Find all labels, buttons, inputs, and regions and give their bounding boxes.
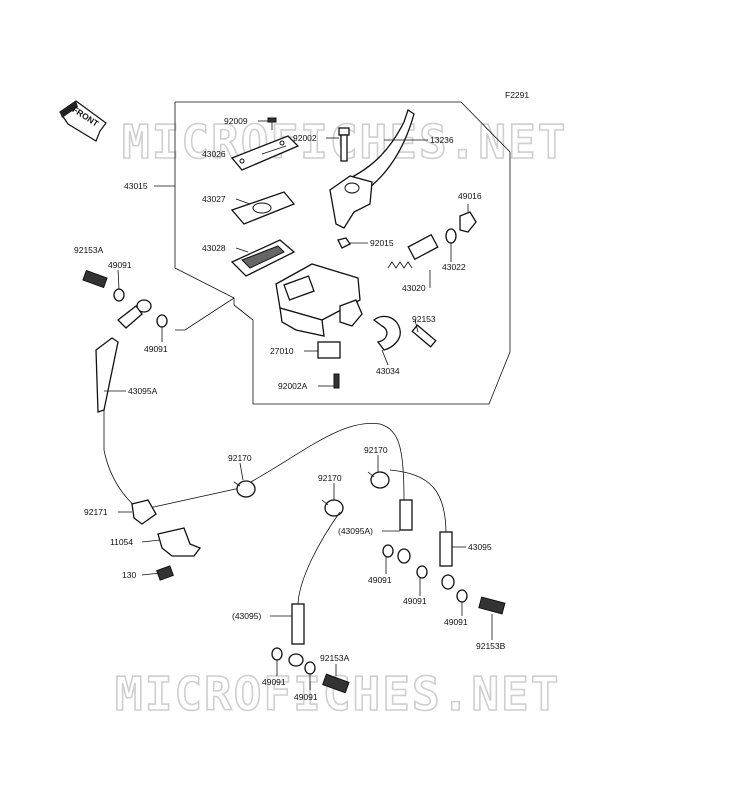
label-43022: 43022 (442, 262, 466, 272)
bolt-92002 (338, 127, 350, 162)
label-43034: 43034 (376, 366, 400, 376)
brake-switch (317, 341, 341, 359)
label-43020: 43020 (402, 283, 426, 293)
label-43015: 43015 (124, 181, 148, 191)
label-49016: 49016 (458, 191, 482, 201)
label-11054: 11054 (110, 537, 133, 547)
label-49091-mid: 49091 (144, 344, 168, 354)
washer-49091-b1 (271, 647, 283, 661)
label-43095: 43095 (468, 542, 492, 552)
bolt-130 (156, 565, 174, 581)
bracket-11054 (157, 527, 202, 557)
label-92015: 92015 (370, 238, 394, 248)
snap-ring-43022 (445, 228, 457, 244)
assembly-outline (174, 101, 511, 405)
grommet-92170-right (367, 471, 390, 489)
label-92170-mid: 92170 (318, 473, 342, 483)
lower-hoses (288, 469, 455, 667)
label-92009: 92009 (224, 116, 248, 126)
label-49091-top: 49091 (108, 260, 132, 270)
label-13236: 13236 (430, 135, 454, 145)
label-92153: 92153 (412, 314, 436, 324)
part-labels: 92009 92002 13236 43026 43015 49016 4302… (74, 116, 506, 702)
brake-lever (329, 108, 415, 229)
screw-92009 (267, 117, 277, 130)
label-49091-c3: 49091 (444, 617, 468, 627)
piston-kit (387, 233, 439, 269)
label-92171: 92171 (84, 507, 108, 517)
clamp-43034 (372, 315, 401, 351)
label-92002: 92002 (293, 133, 317, 143)
label-92002a: 92002A (278, 381, 308, 391)
label-43095-paren: (43095) (232, 611, 261, 621)
grommet-92170-mid (321, 499, 344, 517)
label-43095a: 43095A (128, 386, 158, 396)
banjo-bolt-92153a-bottom (322, 673, 350, 694)
figure-code: F2291 (505, 90, 529, 100)
banjo-bolt-92153b (478, 596, 506, 615)
label-49091-b2: 49091 (294, 692, 318, 702)
front-arrow-icon: FRONT (59, 100, 107, 142)
label-43026: 43026 (202, 149, 226, 159)
label-92170-right: 92170 (364, 445, 388, 455)
label-43095a-paren: (43095A) (338, 526, 373, 536)
label-49091-b1: 49091 (262, 677, 286, 687)
screw-92002a (333, 373, 340, 389)
banjo-bolt-92153a-left (82, 269, 108, 289)
label-92153a-bottom: 92153A (320, 653, 350, 663)
label-92170-left: 92170 (228, 453, 252, 463)
master-cylinder-body (275, 263, 363, 337)
leader-lines (104, 120, 493, 690)
dust-boot (459, 211, 477, 233)
label-49091-c1: 49091 (368, 575, 392, 585)
washer-49091-c1 (382, 544, 394, 558)
watermark-bottom: MICROFICHES.NET (115, 667, 560, 721)
label-43028: 43028 (202, 243, 226, 253)
grommet-92170-left (233, 480, 256, 498)
nut-92015 (337, 237, 351, 249)
washer-49091-c2 (416, 565, 428, 579)
label-49091-c2: 49091 (403, 596, 427, 606)
label-27010: 27010 (270, 346, 294, 356)
label-130: 130 (122, 570, 136, 580)
joint-92171 (131, 499, 157, 525)
bolt-92153 (411, 324, 437, 348)
label-43027: 43027 (202, 194, 226, 204)
washer-49091-mid (156, 314, 168, 328)
label-92153a-top: 92153A (74, 245, 104, 255)
upper-hose-43095a (95, 299, 405, 511)
label-92153b: 92153B (476, 641, 506, 651)
washer-49091-c3 (456, 589, 468, 603)
washer-49091-top (113, 288, 125, 302)
washer-49091-b2 (304, 661, 316, 675)
